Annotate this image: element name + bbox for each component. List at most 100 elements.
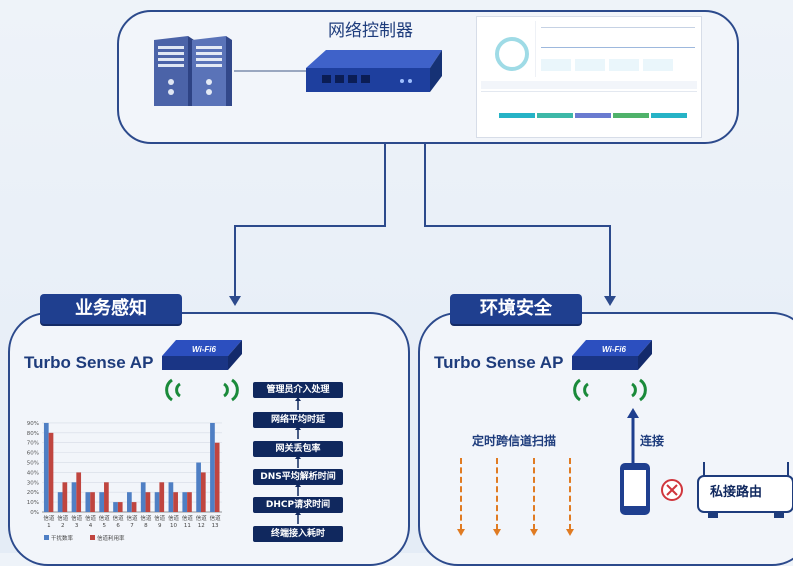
server-link bbox=[234, 70, 310, 72]
scan-arrow-1 bbox=[457, 458, 465, 536]
bar-interference bbox=[168, 482, 174, 512]
legend-swatch bbox=[90, 535, 95, 540]
x-tick-label: 信道 bbox=[85, 514, 97, 522]
x-tick-number: 2 bbox=[61, 523, 64, 529]
left-ap-title: Turbo Sense AP bbox=[24, 353, 154, 372]
legend-swatch bbox=[44, 535, 49, 540]
bar-utilization bbox=[62, 482, 68, 512]
x-tick-label: 信道 bbox=[126, 514, 138, 522]
scan-label: 定时跨信道扫描 bbox=[472, 434, 557, 448]
left-signal-icon bbox=[165, 378, 239, 402]
rogue-router-icon bbox=[697, 462, 793, 518]
x-tick-number: 11 bbox=[184, 523, 191, 529]
flow-step-access: 终端接入耗时 bbox=[253, 526, 343, 542]
bar-utilization bbox=[117, 502, 123, 512]
x-tick-number: 7 bbox=[130, 523, 134, 529]
bar-utilization bbox=[214, 442, 220, 512]
y-tick-label: 70% bbox=[27, 441, 39, 447]
right-wifi6-badge: Wi-Fi6 bbox=[602, 345, 626, 354]
bar-interference bbox=[140, 482, 146, 512]
x-tick-label: 信道 bbox=[154, 514, 166, 522]
flow-step-admin: 管理员介入处理 bbox=[253, 382, 343, 398]
phone-icon bbox=[620, 463, 650, 515]
flow-step-latency: 网络平均时延 bbox=[253, 412, 343, 428]
bar-interference bbox=[57, 492, 63, 512]
x-tick-label: 信道 bbox=[140, 514, 152, 522]
connector-lines bbox=[229, 140, 616, 306]
connect-label: 连接 bbox=[640, 434, 665, 448]
x-tick-number: 6 bbox=[116, 523, 120, 529]
bar-utilization bbox=[76, 472, 82, 512]
right-ap-title: Turbo Sense AP bbox=[434, 353, 564, 372]
left-ap-device-icon: Wi-Fi6 bbox=[162, 340, 242, 370]
bar-utilization bbox=[48, 432, 54, 512]
bar-interference bbox=[154, 492, 160, 512]
flow-step-packet-loss: 网关丢包率 bbox=[253, 441, 343, 457]
x-tick-label: 信道 bbox=[71, 514, 83, 522]
bar-utilization bbox=[187, 492, 192, 512]
scan-arrow-4 bbox=[566, 458, 574, 536]
y-tick-label: 30% bbox=[27, 480, 39, 486]
bar-utilization bbox=[200, 472, 206, 512]
x-tick-number: 3 bbox=[75, 523, 79, 529]
bar-interference bbox=[99, 492, 105, 512]
x-tick-label: 信道 bbox=[168, 514, 180, 522]
bar-utilization bbox=[90, 492, 95, 512]
y-tick-label: 80% bbox=[27, 431, 39, 437]
bar-utilization bbox=[145, 492, 151, 512]
x-tick-label: 信道 bbox=[113, 514, 125, 522]
channel-bar-chart: 0%10%20%30%40%50%60%70%80%90%信道1信道2信道3信道… bbox=[27, 421, 222, 542]
controller-device-icon bbox=[306, 50, 442, 92]
legend-label: 信道利用率 bbox=[97, 534, 125, 542]
bar-utilization bbox=[173, 492, 178, 512]
right-ap-device-icon: Wi-Fi6 bbox=[572, 340, 652, 370]
x-tick-number: 5 bbox=[103, 523, 107, 529]
bar-interference bbox=[182, 492, 188, 512]
x-tick-number: 4 bbox=[89, 523, 93, 529]
x-tick-label: 信道 bbox=[57, 514, 69, 522]
flow-step-dhcp: DHCP请求时间 bbox=[253, 497, 343, 513]
scan-arrow-2 bbox=[493, 458, 501, 536]
y-tick-label: 90% bbox=[27, 421, 39, 427]
dashboard-gauge bbox=[495, 37, 529, 71]
left-wifi6-badge: Wi-Fi6 bbox=[192, 345, 216, 354]
bar-interference bbox=[71, 482, 77, 512]
y-tick-label: 50% bbox=[27, 461, 39, 467]
x-tick-number: 1 bbox=[47, 523, 51, 529]
bar-interference bbox=[210, 422, 215, 512]
x-tick-label: 信道 bbox=[99, 514, 111, 522]
legend-label: 干扰数率 bbox=[51, 534, 74, 542]
flow-arrows bbox=[295, 397, 301, 524]
x-tick-label: 信道 bbox=[182, 514, 194, 522]
x-tick-number: 13 bbox=[212, 523, 219, 529]
bar-utilization bbox=[131, 502, 137, 512]
controller-title: 网络控制器 bbox=[328, 21, 413, 41]
right-signal-icon bbox=[573, 378, 647, 402]
dashboard-thumbnail bbox=[476, 16, 702, 138]
bar-interference bbox=[43, 422, 49, 512]
server-icon bbox=[154, 36, 232, 106]
x-tick-label: 信道 bbox=[210, 514, 222, 522]
x-tick-label: 信道 bbox=[43, 514, 55, 522]
bar-interference bbox=[127, 492, 132, 512]
bar-utilization bbox=[159, 482, 165, 512]
bar-interference bbox=[113, 502, 118, 512]
y-tick-label: 0% bbox=[30, 510, 39, 516]
bar-utilization bbox=[104, 482, 109, 512]
x-tick-number: 12 bbox=[198, 523, 205, 529]
y-tick-label: 60% bbox=[27, 451, 39, 457]
business-tag: 业务感知 bbox=[40, 294, 182, 324]
bar-interference bbox=[85, 492, 91, 512]
x-tick-label: 信道 bbox=[196, 514, 208, 522]
bar-interference bbox=[196, 462, 201, 512]
security-tag: 环境安全 bbox=[450, 294, 582, 324]
x-tick-number: 9 bbox=[158, 523, 162, 529]
x-tick-number: 10 bbox=[170, 523, 177, 529]
y-tick-label: 40% bbox=[27, 470, 39, 476]
blocked-icon bbox=[661, 479, 683, 501]
flow-step-dns: DNS平均解析时间 bbox=[253, 469, 343, 485]
connect-up-arrow bbox=[627, 408, 639, 464]
rogue-router-label: 私接路由 bbox=[710, 485, 763, 500]
y-tick-label: 20% bbox=[27, 490, 39, 496]
y-tick-label: 10% bbox=[27, 500, 39, 506]
